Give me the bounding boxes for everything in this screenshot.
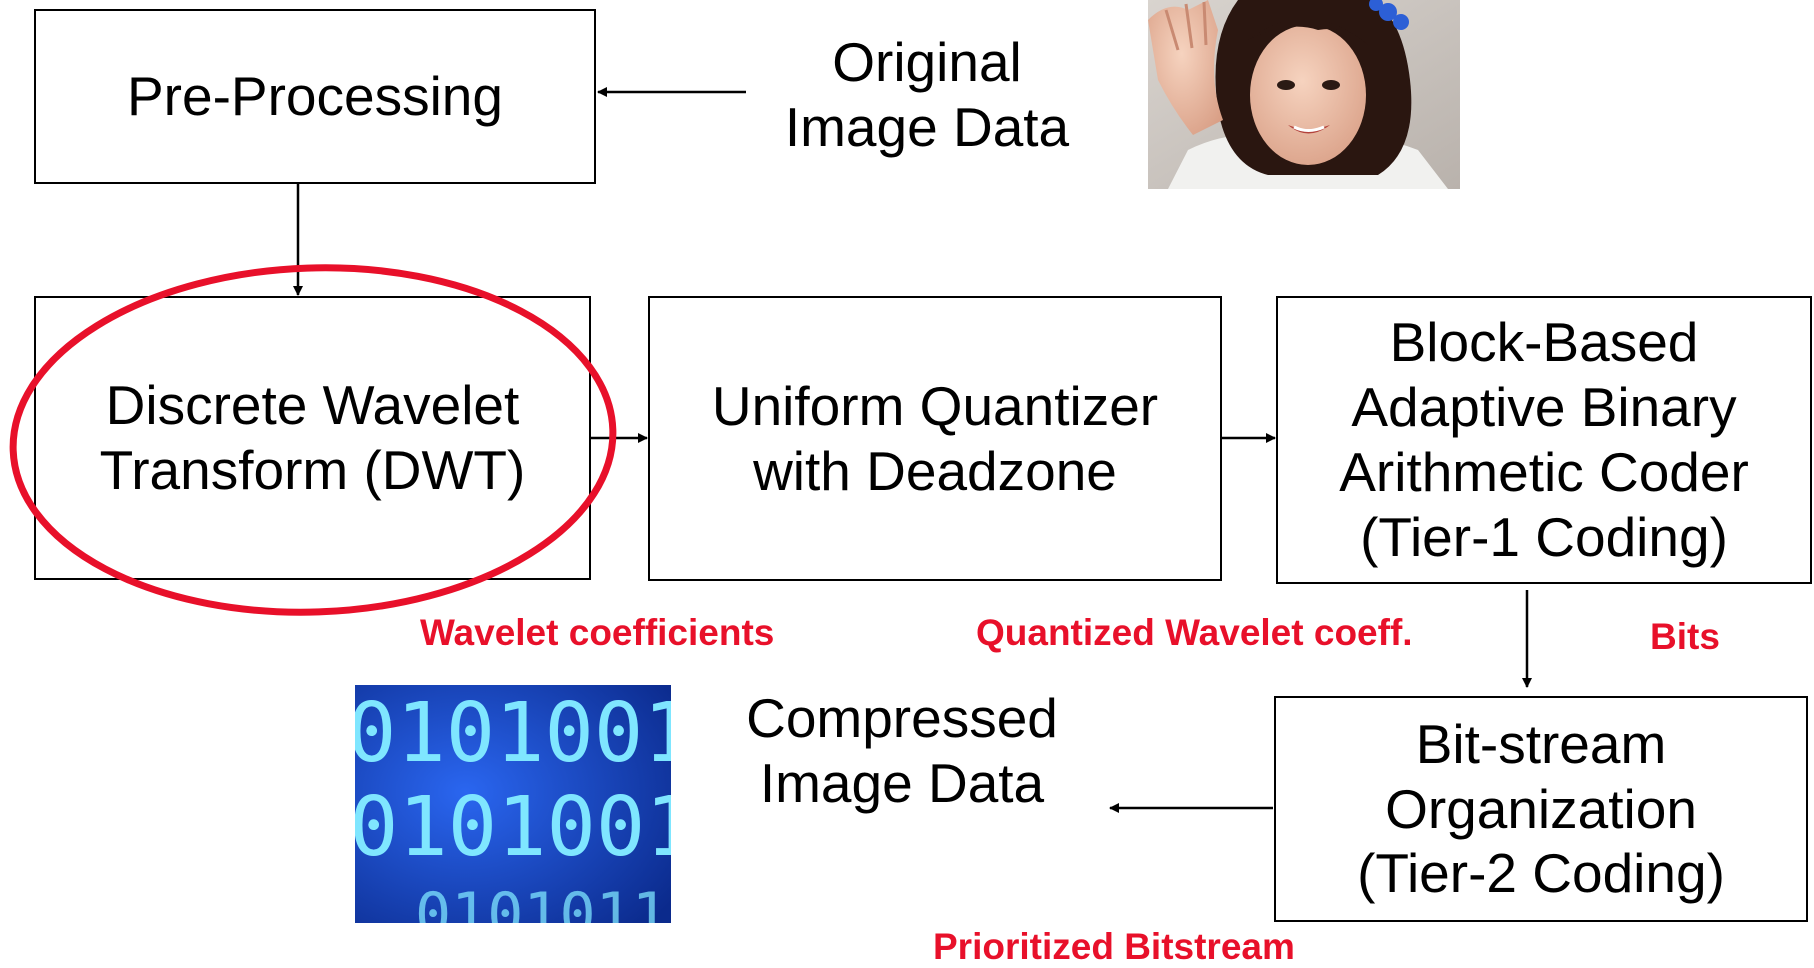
dwt-label-line-2: Transform (DWT) bbox=[99, 439, 526, 501]
quantizer-box: Uniform Quantizer with Deadzone bbox=[648, 296, 1222, 581]
coder-label-line-3: Arithmetic Coder bbox=[1339, 441, 1749, 503]
red-ellipse-highlight bbox=[9, 264, 617, 616]
compressed-label-line-2: Image Data bbox=[759, 751, 1045, 814]
preprocessing-label: Pre-Processing bbox=[127, 65, 503, 128]
quantizer-label-line-2: with Deadzone bbox=[753, 439, 1117, 502]
bitstream-box: Bit-stream Organization (Tier-2 Coding) bbox=[1274, 696, 1808, 922]
quantized-coeff-label: Quantized Wavelet coeff. bbox=[976, 612, 1413, 653]
bitstream-label-line-1: Bit-stream bbox=[1415, 712, 1667, 775]
original-image-data-label: Original Image Data bbox=[742, 30, 1112, 160]
original-label-line-1: Original bbox=[832, 31, 1022, 93]
bitstream-label-line-2: Organization bbox=[1385, 777, 1697, 840]
portrait-photo-icon bbox=[1148, 0, 1460, 189]
dwt-label-line-1: Discrete Wavelet bbox=[105, 374, 520, 437]
wavelet-coefficients-label: Wavelet coefficients bbox=[420, 612, 775, 653]
compressed-label-line-1: Compressed bbox=[746, 687, 1058, 749]
coder-label-line-2: Adaptive Binary bbox=[1351, 376, 1737, 439]
binary-row-2: 0101001100101 bbox=[355, 780, 671, 875]
coder-label-line-1: Block-Based bbox=[1389, 311, 1699, 374]
prioritized-bitstream-label: Prioritized Bitstream bbox=[933, 926, 1295, 967]
coder-box: Block-Based Adaptive Binary Arithmetic C… bbox=[1276, 296, 1812, 584]
coder-label-line-4: (Tier-1 Coding) bbox=[1360, 505, 1728, 568]
dwt-box: Discrete Wavelet Transform (DWT) bbox=[34, 296, 591, 580]
portrait-photo-art bbox=[1148, 0, 1460, 189]
bitstream-label-line-3: (Tier-2 Coding) bbox=[1357, 842, 1725, 905]
quantizer-label-line-1: Uniform Quantizer bbox=[711, 374, 1159, 437]
preprocessing-box: Pre-Processing bbox=[34, 9, 596, 184]
binary-row-3: 0101011000 bbox=[415, 880, 671, 923]
bits-label: Bits bbox=[1650, 616, 1720, 657]
original-label-line-2: Image Data bbox=[784, 95, 1070, 158]
compressed-image-data-label: Compressed Image Data bbox=[712, 686, 1092, 816]
